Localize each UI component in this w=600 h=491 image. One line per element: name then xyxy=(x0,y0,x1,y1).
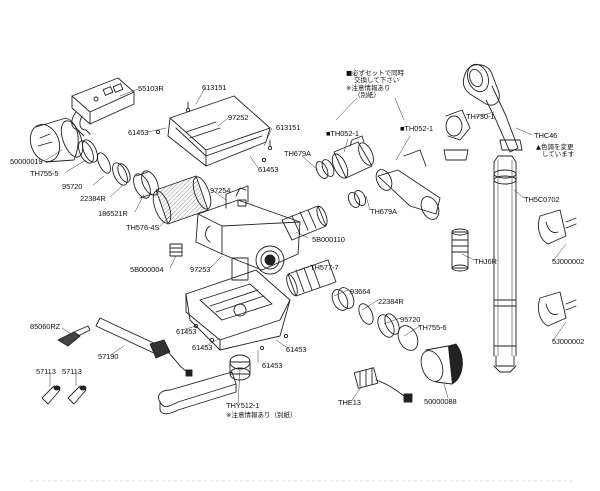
filter-cartridge-part xyxy=(152,175,212,225)
label-186521R: 186521R xyxy=(98,209,128,218)
label-85060RZ: 85060RZ xyxy=(30,322,61,331)
color-change-note: ▲色調を変更 しています xyxy=(536,143,575,159)
label-5J000002-a: 5J000002 xyxy=(552,257,585,266)
top-cover-part xyxy=(155,95,273,167)
label-57113-a: 57113 xyxy=(36,367,56,376)
label-22384R-b: 22384R xyxy=(378,297,404,306)
label-TH052-1-a: ■TH052-1 xyxy=(326,129,359,138)
label-5J000002-b: 5J000002 xyxy=(552,337,585,346)
bottom-tray-part xyxy=(185,269,291,351)
rod-part xyxy=(95,317,193,377)
label-95720-b: 95720 xyxy=(400,315,421,324)
spout-part xyxy=(158,354,251,415)
label-TH5C0702: TH5C0702 xyxy=(524,195,560,204)
key-part xyxy=(57,325,91,347)
rings-left xyxy=(78,139,159,199)
label-TH679A-a: TH679A xyxy=(284,149,311,158)
label-61453-a: 61453 xyxy=(128,128,149,137)
label-61453-f: 61453 xyxy=(286,345,307,354)
label-5B000110: 5B000110 xyxy=(312,235,345,244)
shower-hose-part xyxy=(493,155,517,373)
label-THE13: THE13 xyxy=(338,398,361,407)
bottom-caution-note: ※注意情報あり（別紙） xyxy=(226,411,297,419)
label-TH730-1: TH730-1 xyxy=(466,112,495,121)
thermostat-cartridge-part xyxy=(286,259,337,297)
label-THY512-1: THY512-1 xyxy=(226,401,260,410)
label-TH577-7: TH577-7 xyxy=(310,263,339,272)
sensor-part xyxy=(353,367,413,403)
set-replacement-note: ■必ずセットで同時 交換して下さい ※注意情報あり （別紙） xyxy=(346,69,405,100)
set-note-line-2: 交換して下さい xyxy=(354,76,400,85)
label-93664: 93664 xyxy=(350,287,371,296)
label-55103R: 55103R xyxy=(138,84,164,93)
leader-lines xyxy=(45,87,567,405)
label-61453-e: 61453 xyxy=(262,361,283,370)
label-THC46: THC46 xyxy=(534,131,558,140)
label-61453-b: 61453 xyxy=(258,165,279,174)
label-97252: 97252 xyxy=(228,113,249,122)
set-note-line-3: ※注意情報あり xyxy=(346,83,391,92)
label-95720-a: 95720 xyxy=(62,182,83,191)
label-TH755-6: TH755-6 xyxy=(418,323,447,332)
crank-arm-part xyxy=(347,149,441,220)
label-THJ6R: THJ6R xyxy=(474,257,497,266)
wall-holder-part-1 xyxy=(537,209,577,245)
label-57113-b: 57113 xyxy=(62,367,82,376)
label-TH052-1-b: ■TH052-1 xyxy=(400,124,433,133)
label-61453-c: 61453 xyxy=(176,327,197,336)
knob-left-part xyxy=(29,117,84,163)
label-613151-b: 613151 xyxy=(276,123,301,132)
small-plug-part xyxy=(169,243,183,257)
connector-right-part xyxy=(281,205,328,241)
battery-part-2 xyxy=(67,385,87,405)
control-unit-part xyxy=(71,77,135,137)
valve-set-part xyxy=(315,135,374,179)
label-61453-d: 61453 xyxy=(192,343,213,352)
label-50000088: 50000088 xyxy=(424,397,457,406)
label-5B000004: 5B000004 xyxy=(130,265,164,274)
shower-head-part xyxy=(462,63,523,153)
label-22384R-a: 22384R xyxy=(80,194,106,203)
valve-body-part xyxy=(195,185,301,281)
battery-part-1 xyxy=(41,385,61,405)
color-note-line-1: ▲色調を変更 xyxy=(536,143,574,151)
wall-holder-part-2 xyxy=(537,291,577,327)
label-57190: 57190 xyxy=(98,352,119,361)
label-97253: 97253 xyxy=(190,265,211,274)
label-50000019: 50000019 xyxy=(10,157,43,166)
hose-adapter-part xyxy=(451,228,469,272)
label-97254: 97254 xyxy=(210,186,231,195)
elbow-fitting-part xyxy=(443,109,471,161)
label-TH755-5: TH755-5 xyxy=(30,169,59,178)
set-note-line-4: （別紙） xyxy=(354,91,380,100)
rings-right xyxy=(331,287,419,351)
label-613151-a: 613151 xyxy=(202,83,227,92)
set-note-line-1: ■必ずセットで同時 xyxy=(346,69,405,77)
label-TH679A-b: TH679A xyxy=(370,207,397,216)
color-note-line-2: しています xyxy=(542,150,575,159)
knob-right-part xyxy=(420,343,463,385)
label-TH576-4S: TH576-4S xyxy=(126,223,160,232)
